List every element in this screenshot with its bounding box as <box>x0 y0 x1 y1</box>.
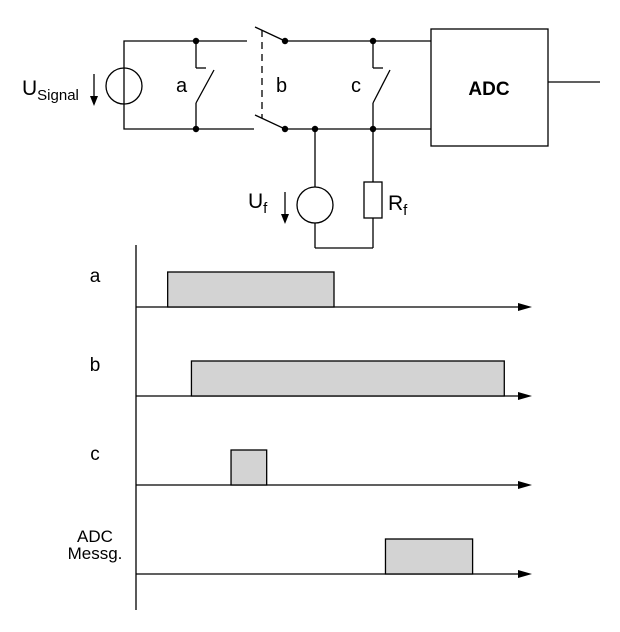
switch-c <box>369 37 391 133</box>
signal-source-label-main: U <box>22 77 37 100</box>
timing-row-label: c <box>90 444 100 465</box>
source-f-label: Uf <box>248 190 268 217</box>
timing-row: c <box>90 444 532 489</box>
timing-arrow-head <box>518 303 532 311</box>
switch-c-label: c <box>351 75 361 97</box>
switch-a <box>192 37 215 133</box>
uf-arrow-head <box>281 214 289 224</box>
junction-dot <box>369 37 377 45</box>
source-f-label-sub: f <box>263 200 268 217</box>
signal-source-label-sub: Signal <box>37 87 79 104</box>
timing-arrow-head <box>518 570 532 578</box>
timing-row-label: ADC <box>77 527 113 546</box>
adc-block-label: ADC <box>468 79 509 100</box>
adc-block <box>430 28 549 147</box>
timing-row-label: a <box>90 266 101 287</box>
resistor-f-label-main: R <box>388 192 403 215</box>
signal-source-label: USignal <box>22 77 79 104</box>
voltage-source-f <box>296 186 334 224</box>
switch-b-label: b <box>276 75 287 97</box>
junction-dot <box>192 125 200 133</box>
signal-arrow-head <box>90 96 98 106</box>
timing-arrow-head <box>518 481 532 489</box>
timing-pulse <box>190 360 505 397</box>
signal-voltage-source <box>105 67 143 105</box>
timing-arrow-head <box>518 392 532 400</box>
circuit: USignal a b <box>22 26 600 249</box>
timing-row: b <box>90 355 532 400</box>
timing-pulse <box>230 449 268 486</box>
timing-row-label: Messg. <box>68 544 123 563</box>
resistor-f-label-sub: f <box>403 202 408 219</box>
timing-pulse <box>167 271 335 308</box>
timing-row: a <box>90 266 532 311</box>
switch-a-label: a <box>176 75 188 97</box>
timing-pulse <box>384 538 474 575</box>
resistor-f-label: Rf <box>388 192 408 219</box>
source-f-label-main: U <box>248 190 263 213</box>
junction-dot <box>192 37 200 45</box>
wire-left-loop <box>123 40 254 130</box>
timing-row-label: b <box>90 355 101 376</box>
resistor-f <box>363 181 383 219</box>
